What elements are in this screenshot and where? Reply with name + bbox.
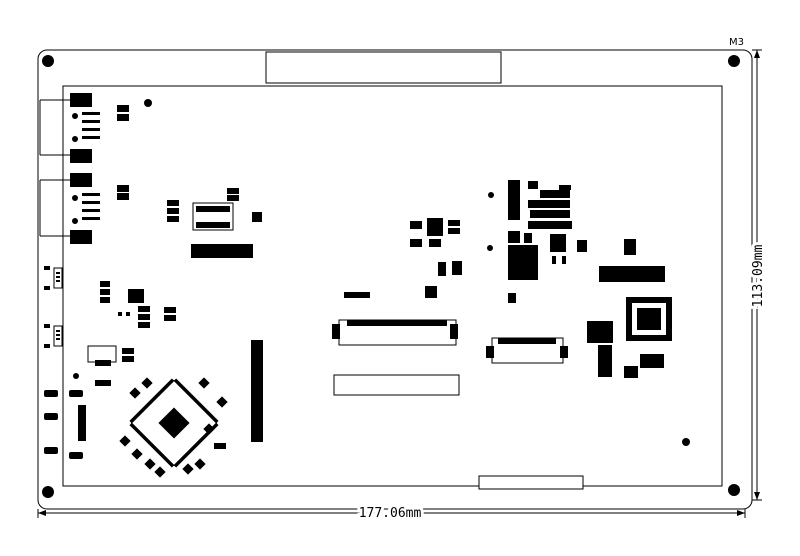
qfp-chip-rotated (129, 378, 219, 468)
smd-cluster-right (508, 180, 665, 303)
mounting-hole-bottom-left (42, 486, 54, 498)
top-connector-outline (265, 51, 502, 84)
side-pads (44, 390, 83, 459)
tssop-chip (192, 202, 234, 231)
crystal (87, 345, 117, 363)
center-label-box (333, 374, 460, 396)
fiducial (144, 99, 152, 107)
mounting-hole-top-right (728, 55, 740, 67)
width-dimension-label: 177.06mm (359, 506, 422, 521)
smd-cluster-right-bottom (587, 321, 664, 378)
fiducial (682, 438, 690, 446)
width-dimension (37, 509, 746, 518)
pin-header-vertical (251, 340, 263, 442)
fpc-connector-2 (486, 337, 568, 364)
connector-left-2 (39, 173, 100, 244)
qfp-chip-right (626, 297, 672, 341)
height-dimension-label: 113.09mm (751, 245, 766, 308)
bottom-connector-outline (478, 475, 584, 490)
fiducial (487, 245, 493, 251)
fiducial (73, 373, 79, 379)
soic-chip (118, 289, 144, 316)
mounting-hole-bottom-right (728, 484, 740, 496)
connector-left-1 (39, 93, 100, 163)
mounting-hole-label: M3 (729, 37, 744, 48)
side-connector-1 (44, 266, 63, 290)
side-connector-2 (44, 324, 63, 348)
vertical-header-left (78, 405, 86, 441)
smd-row (191, 244, 253, 258)
smd-group (95, 105, 462, 449)
display-area (62, 85, 723, 487)
board-outline (37, 49, 753, 510)
mounting-hole-top-left (42, 55, 54, 67)
fpc-connector-1 (332, 319, 458, 346)
fiducial (488, 192, 494, 198)
height-dimension (752, 49, 762, 501)
